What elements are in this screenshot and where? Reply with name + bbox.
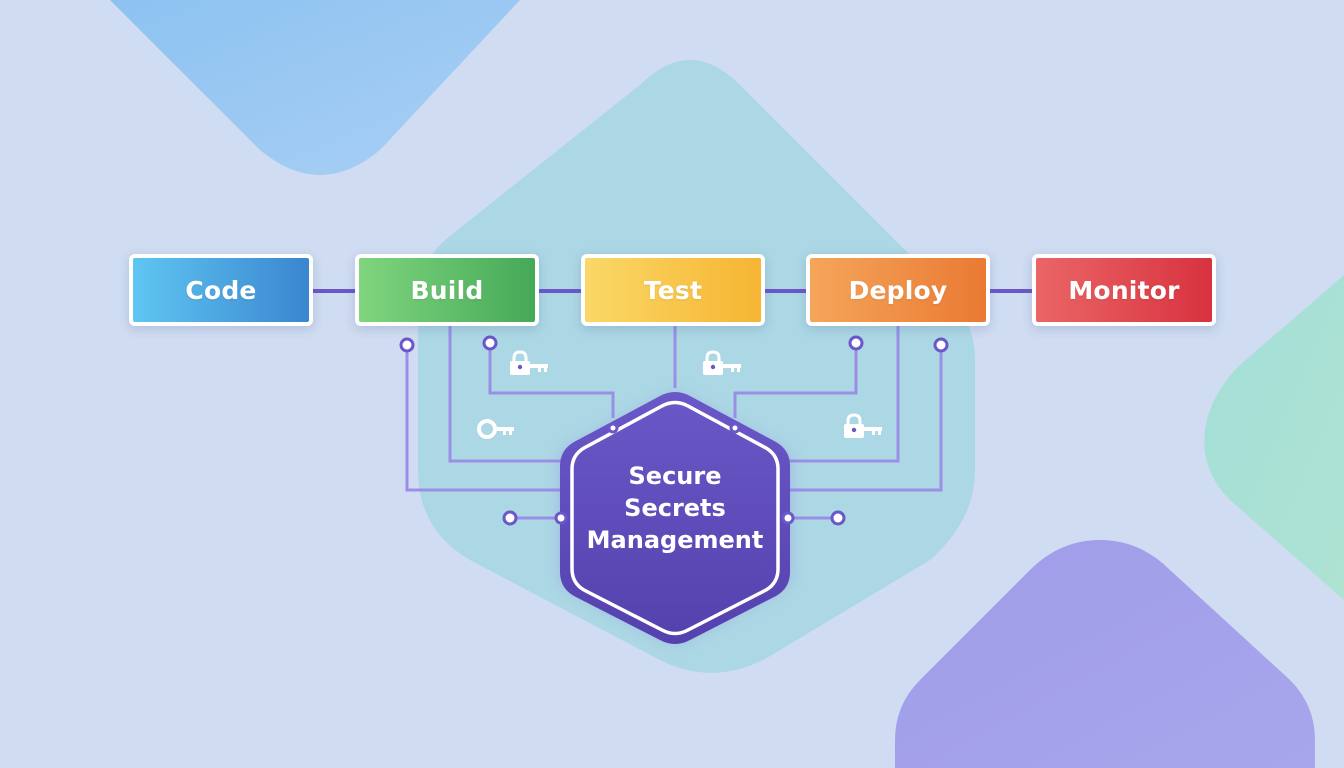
hub-label-line: Secrets bbox=[624, 494, 726, 522]
branch-left-outer bbox=[405, 351, 565, 492]
branch-build-dot bbox=[488, 350, 615, 418]
lock-key-icon bbox=[844, 413, 882, 438]
key-icon bbox=[477, 419, 514, 439]
stage-deploy[interactable]: Deploy bbox=[806, 254, 990, 326]
branch-nodes bbox=[399, 335, 949, 526]
hub-label-line: Secure bbox=[628, 462, 722, 490]
hub-label-line: Management bbox=[586, 526, 764, 554]
branch-right-inner bbox=[782, 326, 900, 463]
branch-left-inner bbox=[448, 326, 568, 463]
bg-blue-shape bbox=[110, 0, 520, 175]
hub-branches bbox=[405, 326, 943, 520]
node-dot bbox=[399, 337, 415, 353]
node-dot bbox=[554, 511, 568, 525]
node-dot bbox=[482, 335, 498, 351]
stage-code[interactable]: Code bbox=[129, 254, 313, 326]
secrets-hub[interactable] bbox=[560, 392, 790, 644]
node-dot bbox=[502, 510, 518, 526]
hub-inner-outline bbox=[570, 400, 780, 636]
node-dot bbox=[933, 337, 949, 353]
lock-key-icon bbox=[510, 350, 548, 375]
branch-right-outer bbox=[785, 351, 943, 492]
hub-label: Secure Secrets Management bbox=[575, 460, 775, 556]
node-dot bbox=[830, 510, 846, 526]
hub-hexagon bbox=[560, 392, 790, 644]
node-dot bbox=[729, 422, 741, 434]
node-dot bbox=[607, 422, 619, 434]
stage-monitor[interactable]: Monitor bbox=[1032, 254, 1216, 326]
bg-green-shape bbox=[1204, 275, 1344, 600]
lock-key-icon bbox=[703, 350, 741, 375]
stage-test[interactable]: Test bbox=[581, 254, 765, 326]
node-dot bbox=[781, 511, 795, 525]
node-dot bbox=[848, 335, 864, 351]
bg-purple-shape bbox=[895, 540, 1315, 768]
stage-build[interactable]: Build bbox=[355, 254, 539, 326]
branch-deploy-dot bbox=[733, 350, 858, 418]
